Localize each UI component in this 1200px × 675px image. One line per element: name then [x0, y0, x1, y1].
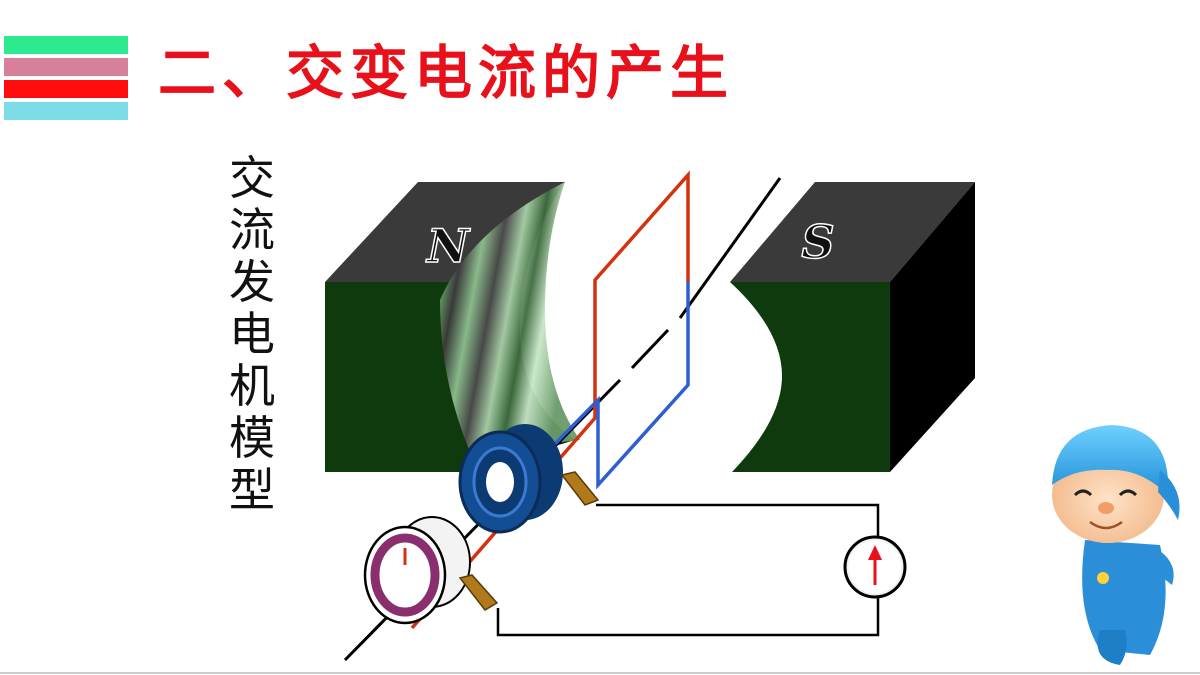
slip-ring-blue — [458, 424, 563, 534]
magnet-north: N — [325, 182, 580, 472]
side-label-char: 流 — [229, 203, 275, 257]
external-circuit-wire — [496, 503, 880, 637]
side-label-char: 模 — [229, 411, 275, 465]
magnet-south-face — [730, 282, 890, 472]
decor-bars — [4, 36, 128, 124]
magnet-south-top — [730, 182, 975, 282]
magnet-south-label: S — [801, 215, 834, 269]
decor-bar-red — [4, 80, 128, 98]
side-label-char: 机 — [229, 359, 275, 413]
side-label: 交流发电机模型 — [222, 152, 282, 516]
cartoon-character — [1052, 425, 1180, 665]
magnet-north-label: N — [425, 219, 471, 273]
side-label-char: 发 — [229, 255, 275, 309]
galvanometer-icon — [843, 535, 907, 599]
decor-bar-pink — [4, 58, 128, 76]
side-label-char: 交 — [229, 151, 275, 205]
magnet-north-face — [325, 282, 470, 472]
decor-bar-green — [4, 36, 128, 54]
magnet-north-curved-face — [440, 182, 580, 452]
brush-upper — [560, 471, 600, 506]
magnet-south-side — [890, 182, 975, 472]
magnet-south: S — [730, 182, 975, 472]
brush-lower — [458, 574, 499, 611]
decor-bar-cyan — [4, 102, 128, 120]
magnet-north-top — [325, 182, 565, 282]
side-label-char: 电 — [229, 307, 275, 361]
slip-ring-purple — [363, 516, 471, 625]
page-title: 二、交变电流的产生 — [158, 39, 735, 107]
side-label-char: 型 — [229, 463, 275, 517]
